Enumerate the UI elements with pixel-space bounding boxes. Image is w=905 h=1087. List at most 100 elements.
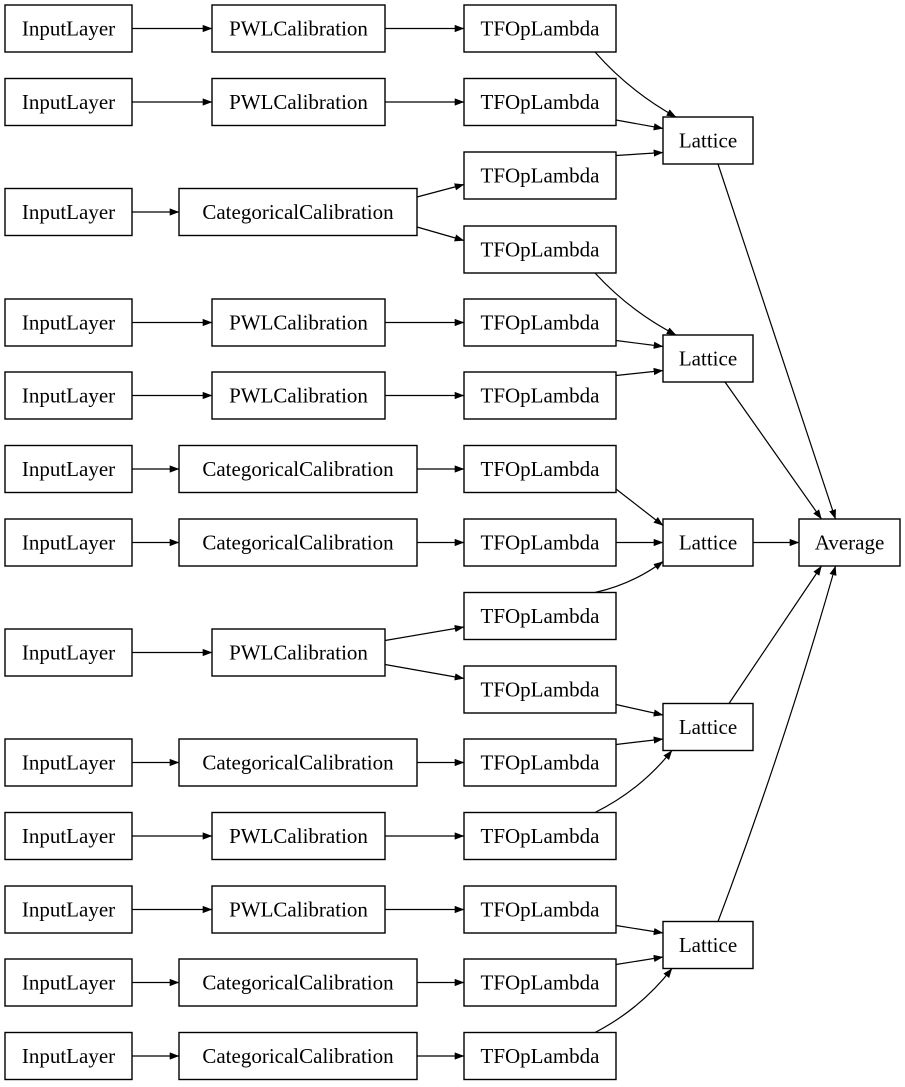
node-label-avg: Average	[815, 531, 885, 555]
node-box-il8	[4, 628, 133, 677]
node-box-avg	[798, 518, 901, 567]
node-il11: InputLayer	[4, 885, 133, 934]
node-box-il11	[4, 885, 133, 934]
node-box-pwl5	[211, 628, 386, 677]
node-cc6: CategoricalCalibration	[178, 1031, 418, 1081]
edge-pwl5-tf10	[384, 663, 465, 681]
node-tf10: TFOpLambda	[463, 665, 617, 714]
edge-tf6-lat2	[615, 367, 664, 377]
node-box-pwl6	[211, 811, 386, 861]
node-box-tf15	[463, 1031, 617, 1081]
node-avg: Average	[798, 518, 901, 567]
node-tf8: TFOpLambda	[463, 518, 617, 567]
node-label-il7: InputLayer	[22, 531, 115, 555]
node-label-il8: InputLayer	[22, 641, 115, 665]
node-box-cc5	[178, 958, 418, 1007]
node-box-pwl2	[211, 77, 386, 127]
node-tf9: TFOpLambda	[463, 591, 617, 641]
edge-cc1-tf3	[416, 183, 465, 198]
node-label-il11: InputLayer	[22, 898, 115, 922]
node-label-il1: InputLayer	[22, 17, 115, 41]
node-il6: InputLayer	[4, 444, 133, 494]
node-il9: InputLayer	[4, 738, 133, 787]
node-box-tf12	[463, 811, 617, 861]
node-lat4: Lattice	[662, 702, 754, 752]
node-il7: InputLayer	[4, 518, 133, 567]
node-pwl5: PWLCalibration	[211, 628, 386, 677]
edge-lat4-avg	[728, 565, 822, 704]
node-cc5: CategoricalCalibration	[178, 958, 418, 1007]
node-label-cc1: CategoricalCalibration	[202, 200, 394, 224]
node-box-tf14	[463, 958, 617, 1007]
edge-cc1-tf4	[416, 226, 465, 242]
node-il5: InputLayer	[4, 371, 133, 420]
node-box-lat1	[662, 116, 754, 165]
edge-tf1-lat1	[594, 51, 677, 118]
node-label-cc4: CategoricalCalibration	[202, 751, 394, 775]
node-pwl3: PWLCalibration	[211, 298, 386, 347]
node-label-lat4: Lattice	[679, 715, 737, 739]
node-box-il6	[4, 444, 133, 494]
node-box-il13	[4, 1031, 133, 1081]
node-label-pwl4: PWLCalibration	[229, 384, 368, 408]
node-label-tf3: TFOpLambda	[481, 164, 601, 188]
node-box-il12	[4, 958, 133, 1007]
node-il3: InputLayer	[4, 187, 133, 237]
node-label-tf12: TFOpLambda	[481, 824, 601, 848]
node-label-tf14: TFOpLambda	[481, 971, 601, 995]
node-box-cc3	[178, 518, 418, 567]
node-box-lat4	[662, 702, 754, 752]
edges-layer	[132, 24, 837, 1060]
node-label-tf4: TFOpLambda	[481, 238, 601, 262]
node-label-il9: InputLayer	[22, 751, 115, 775]
node-label-il3: InputLayer	[22, 200, 115, 224]
node-box-tf2	[463, 77, 617, 127]
node-box-tf11	[463, 738, 617, 787]
node-tf7: TFOpLambda	[463, 444, 617, 494]
node-il12: InputLayer	[4, 958, 133, 1007]
edge-tf9-lat3	[594, 561, 664, 594]
node-box-tf8	[463, 518, 617, 567]
node-box-il1	[4, 4, 133, 53]
node-tf15: TFOpLambda	[463, 1031, 617, 1081]
node-lat5: Lattice	[662, 920, 754, 970]
node-il10: InputLayer	[4, 811, 133, 861]
node-pwl1: PWLCalibration	[211, 4, 386, 53]
node-pwl6: PWLCalibration	[211, 811, 386, 861]
edge-tf14-lat5	[615, 954, 664, 966]
edge-lat1-avg	[717, 163, 837, 520]
node-box-pwl4	[211, 371, 386, 420]
node-label-tf10: TFOpLambda	[481, 678, 601, 702]
node-il13: InputLayer	[4, 1031, 133, 1081]
node-tf13: TFOpLambda	[463, 885, 617, 934]
node-box-il2	[4, 77, 133, 127]
node-box-tf3	[463, 151, 617, 200]
node-label-pwl1: PWLCalibration	[229, 17, 368, 41]
node-tf6: TFOpLambda	[463, 371, 617, 420]
node-tf5: TFOpLambda	[463, 298, 617, 347]
node-box-cc4	[178, 738, 418, 787]
edge-tf7-lat3	[615, 488, 664, 526]
node-label-il2: InputLayer	[22, 90, 115, 114]
node-box-il3	[4, 187, 133, 237]
node-il4: InputLayer	[4, 298, 133, 347]
edge-lat5-avg	[717, 565, 837, 922]
edge-tf3-lat1	[615, 149, 664, 157]
node-il2: InputLayer	[4, 77, 133, 127]
node-pwl4: PWLCalibration	[211, 371, 386, 420]
edge-tf2-lat1	[615, 119, 664, 131]
node-tf2: TFOpLambda	[463, 77, 617, 127]
node-label-cc2: CategoricalCalibration	[202, 457, 394, 481]
node-label-tf5: TFOpLambda	[481, 311, 601, 335]
node-box-tf10	[463, 665, 617, 714]
node-box-tf7	[463, 444, 617, 494]
node-label-lat1: Lattice	[679, 129, 737, 153]
node-label-tf6: TFOpLambda	[481, 384, 601, 408]
edge-tf11-lat4	[615, 736, 664, 746]
node-label-cc3: CategoricalCalibration	[202, 531, 394, 555]
node-tf14: TFOpLambda	[463, 958, 617, 1007]
node-box-il9	[4, 738, 133, 787]
